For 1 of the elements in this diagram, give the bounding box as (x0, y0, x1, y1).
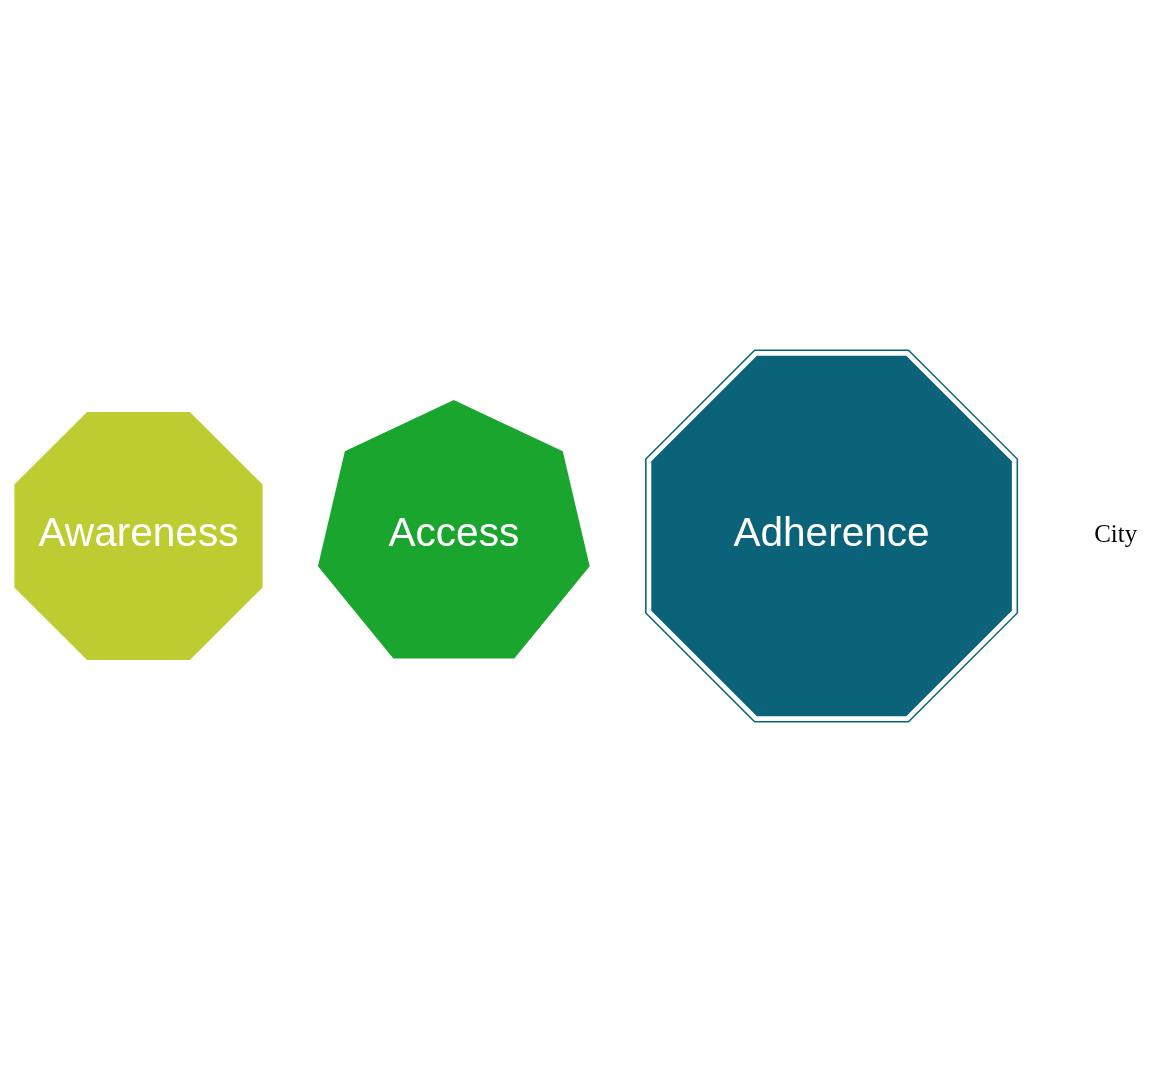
label: City (1094, 519, 1138, 547)
